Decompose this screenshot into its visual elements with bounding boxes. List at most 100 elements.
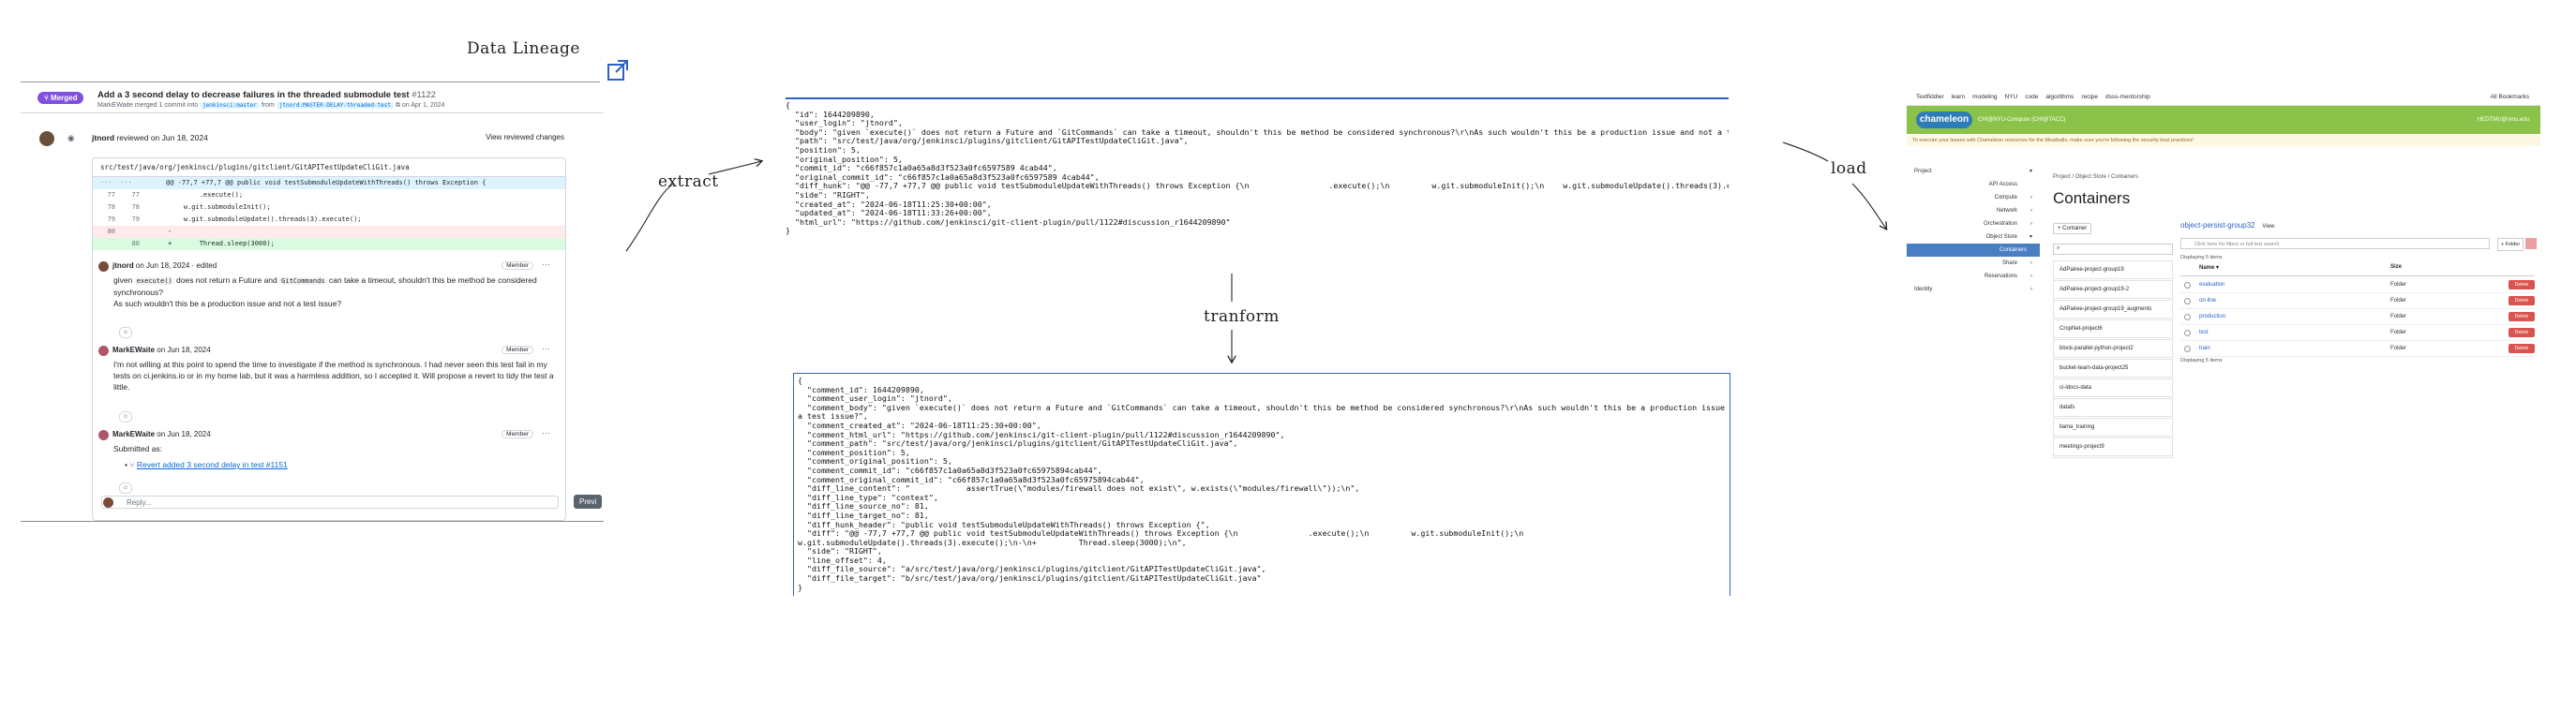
diagram-title: Data Lineage [467, 39, 580, 58]
row-checkbox[interactable] [2184, 314, 2191, 320]
avatar[interactable] [39, 131, 54, 146]
copy-icon[interactable]: ⧉ [395, 102, 400, 109]
delete-button[interactable]: Delete [2509, 296, 2535, 305]
pr-title: Add a 3 second delay to decrease failure… [97, 90, 436, 100]
sidebar-item-containers[interactable]: Containers [1907, 244, 2040, 257]
col-size[interactable]: Size [2390, 264, 2403, 270]
container-list-item[interactable]: bucket-team-data-project25 [2053, 359, 2173, 378]
previous-button[interactable]: Previ [574, 495, 603, 509]
sidebar-item-share[interactable]: Share› [1907, 257, 2040, 270]
avatar[interactable] [98, 430, 109, 440]
container-list-item[interactable]: datafs [2053, 398, 2173, 417]
more-options-icon[interactable]: ··· [542, 428, 550, 438]
container-list-item[interactable]: block-parallel-python-project2 [2053, 339, 2173, 358]
sidebar-item-orchestration[interactable]: Orchestration› [1907, 217, 2040, 230]
delete-button[interactable]: Delete [2509, 328, 2535, 337]
file-path[interactable]: src/test/java/org/jenkinsci/plugins/gitc… [93, 158, 565, 177]
delete-button[interactable]: Delete [2509, 280, 2535, 289]
member-badge: Member [502, 261, 533, 270]
container-search-input[interactable]: ⌕ [2053, 244, 2173, 255]
col-name[interactable]: Name ▾ [2199, 265, 2220, 271]
container-list-item[interactable]: CropNet-project6 [2053, 319, 2173, 338]
bookmark-item[interactable]: recipe [2081, 94, 2099, 100]
avatar[interactable] [98, 346, 109, 356]
more-options-icon[interactable]: ··· [542, 260, 550, 269]
row-checkbox[interactable] [2184, 330, 2191, 336]
add-container-button[interactable]: + Container [2053, 223, 2092, 234]
bookmark-item[interactable]: All Bookmarks [2490, 94, 2529, 100]
add-reaction-button[interactable]: ☺ [119, 411, 132, 423]
avatar[interactable] [98, 261, 109, 272]
object-name-link[interactable]: evaluation [2199, 282, 2225, 288]
reviewer-name[interactable]: jtnord [92, 133, 115, 142]
comment-author[interactable]: MarkEWaite [112, 346, 156, 354]
object-name-link[interactable]: production [2199, 314, 2226, 319]
sidebar-item-api-access[interactable]: API Access [1988, 182, 2017, 187]
more-options-icon[interactable]: ··· [542, 344, 550, 353]
comment-markewaite-1: MarkEWaite on Jun 18, 2024 Member ··· I'… [98, 344, 558, 423]
bookmark-item[interactable]: dsss-mentorship [2105, 94, 2150, 100]
external-link-icon[interactable] [607, 59, 629, 82]
container-list-item[interactable]: meetings-project9 [2053, 438, 2173, 456]
json-line: "diff_hunk": "@@ -77,7 +77,7 @@ public v… [794, 181, 1729, 191]
delete-button[interactable]: Delete [2509, 312, 2535, 321]
add-reaction-button[interactable]: ☺ [119, 482, 132, 494]
sidebar-item-object-store[interactable]: Object Store▾ [1907, 230, 2040, 244]
merged-badge: ⑂ Merged [37, 92, 84, 104]
comment-author[interactable]: MarkEWaite [112, 430, 156, 438]
pr-author[interactable]: MarkEWaite [97, 102, 133, 109]
row-checkbox[interactable] [2184, 282, 2191, 289]
bookmark-item[interactable]: learn [1951, 94, 1966, 100]
bookmark-item[interactable]: code [2025, 94, 2039, 100]
json-line: "diff_file_source": "a/src/test/java/org… [798, 564, 1266, 574]
container-list-item[interactable]: AdPairee-project-group19 [2053, 260, 2173, 279]
comment-author[interactable]: jtnord [112, 261, 134, 270]
object-name-link[interactable]: train [2199, 346, 2210, 351]
container-list-item[interactable]: AdPairee-project-group19-2 [2053, 280, 2173, 299]
bookmark-item[interactable]: algorithms [2045, 94, 2074, 100]
json-line: "id": 1644209890, [786, 109, 875, 119]
pr-number[interactable]: #1122 [412, 90, 436, 100]
row-checkbox[interactable] [2184, 346, 2191, 352]
bookmark-item[interactable]: modeling [1972, 94, 1998, 100]
bookmark-item[interactable]: Textfiddler [1916, 94, 1944, 100]
container-list-item[interactable]: llama_training [2053, 418, 2173, 437]
user-menu[interactable]: HEDTMU@nmu.edu [2477, 117, 2529, 123]
view-link[interactable]: View [2262, 224, 2275, 230]
json-line: w.git.submoduleUpdate().threads(3).execu… [798, 537, 1187, 547]
object-name-link[interactable]: on-line [2199, 298, 2217, 304]
row-checkbox[interactable] [2184, 298, 2191, 304]
chevron-icon: › [2030, 221, 2032, 227]
delete-button[interactable]: Delete [2509, 344, 2535, 353]
diff-line: 80- [93, 226, 565, 238]
json-line: "diff": "@@ -77,7 +77,7 @@ public void t… [798, 528, 1524, 539]
bookmark-item[interactable]: NYU [2004, 94, 2018, 100]
sidebar-item-identity[interactable]: Identity› [1907, 283, 2040, 296]
comment-body: I'm not willing at this point to spend t… [113, 360, 554, 392]
item-count: Displaying 5 items [2180, 255, 2223, 260]
project-selector[interactable]: CHI@NYU-Compute (CHI@TACC) [1978, 117, 2066, 123]
add-reaction-button[interactable]: ☺ [119, 327, 132, 338]
chameleon-logo[interactable]: chameleon [1916, 111, 1972, 128]
view-reviewed-changes-link[interactable]: View reviewed changes [486, 133, 564, 141]
container-detail: object-persist-group32 View Click here f… [2180, 221, 2537, 363]
revert-pr-link[interactable]: Revert added 3 second delay in test #115… [136, 460, 288, 469]
sidebar-item-compute[interactable]: Compute› [1907, 191, 2040, 204]
container-list-item[interactable]: ci-idocs-data [2053, 378, 2173, 397]
object-search-input[interactable]: Click here for filters or full text sear… [2180, 238, 2490, 249]
add-folder-button[interactable]: + Folder [2497, 238, 2524, 251]
head-branch[interactable]: jtnord:MASTER-DELAY-threaded-test [276, 102, 394, 109]
sidebar-item-project[interactable]: Project▾ [1907, 165, 2040, 178]
sidebar-item-reservations[interactable]: Reservations› [1907, 270, 2040, 283]
base-branch[interactable]: jenkinsci:master [200, 102, 260, 109]
sidebar-item-network[interactable]: Network› [1907, 204, 2040, 217]
reply-input[interactable]: Reply... [101, 496, 559, 509]
json-line: "comment_commit_id": "c66f857c1a0a65a8d3… [798, 465, 1102, 475]
delete-selected-button[interactable] [2525, 238, 2537, 249]
container-list-item[interactable]: AdPairee-project-group19_augments [2053, 300, 2173, 319]
object-name-link[interactable]: test [2199, 330, 2209, 335]
container-list-item[interactable]: metadata [2053, 457, 2173, 459]
